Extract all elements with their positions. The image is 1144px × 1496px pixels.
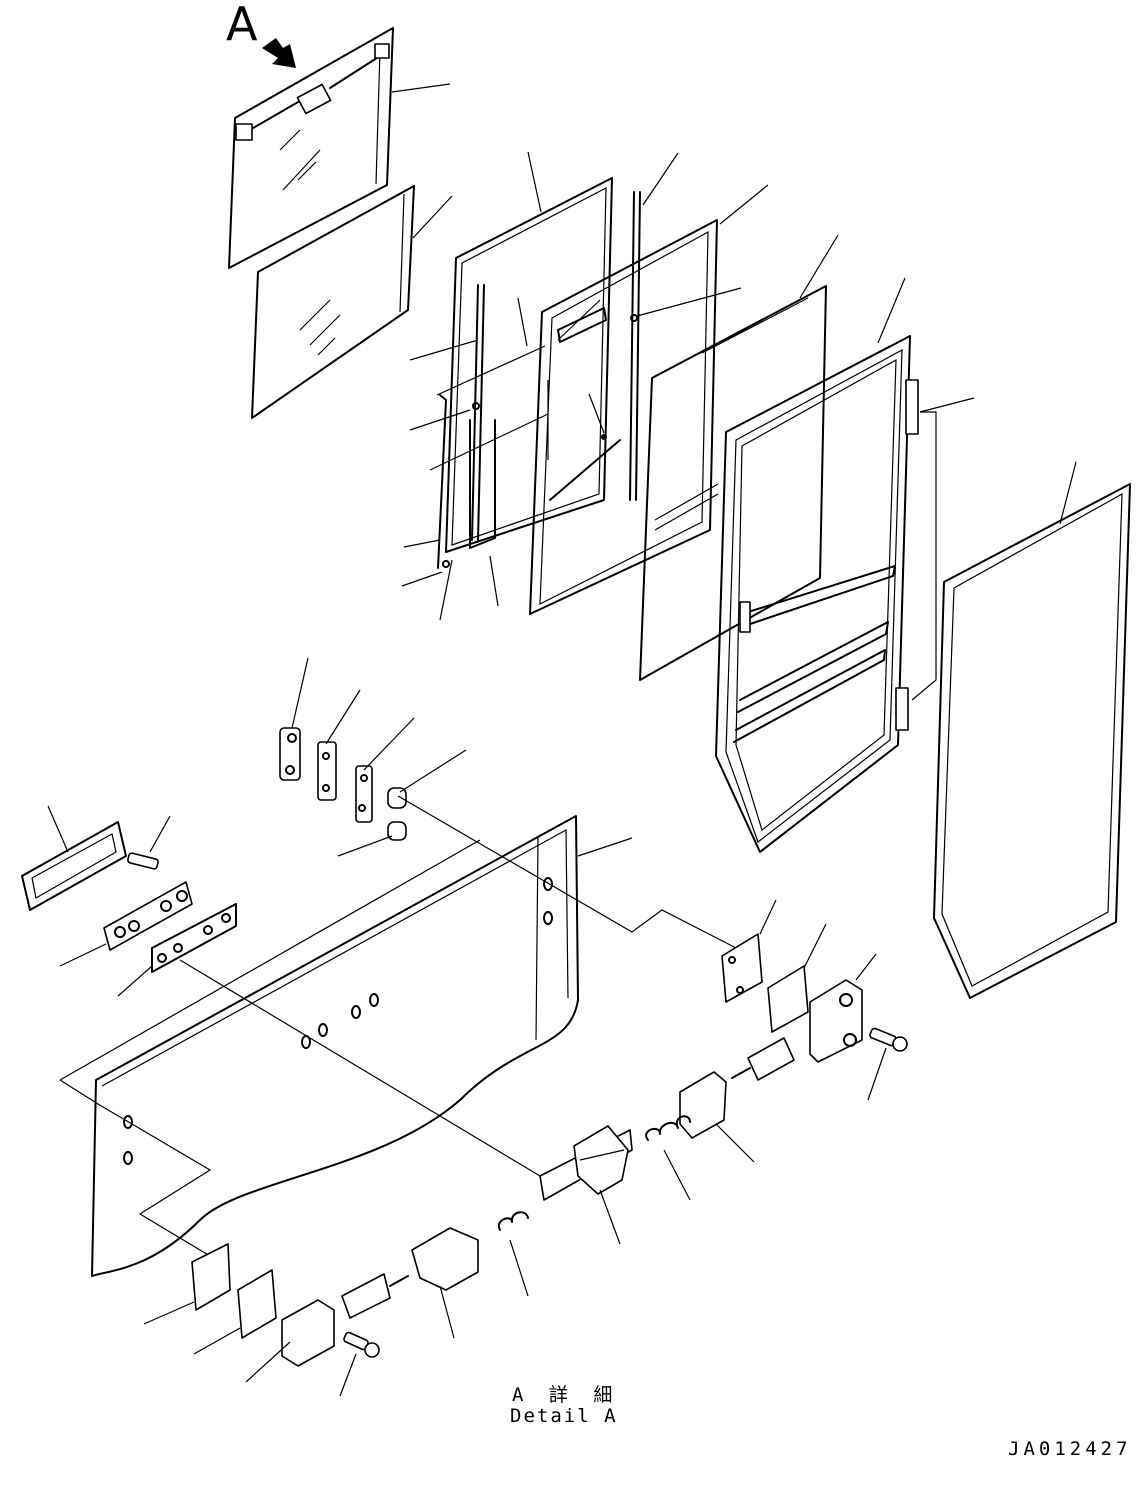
center-lines <box>59 795 741 1257</box>
door-panel <box>91 815 633 1277</box>
lower-latch-hardware <box>143 1211 529 1397</box>
fixed-glass-pane <box>639 234 839 681</box>
guide-rails <box>401 152 742 621</box>
lower-glass <box>251 185 453 419</box>
door-frame <box>715 277 975 853</box>
inner-sash-frame <box>429 184 769 615</box>
detail-label-japanese: A 詳 細 <box>512 1384 620 1406</box>
small-brackets <box>279 657 415 823</box>
door-weather-seal <box>933 461 1131 999</box>
glass-seal-frame <box>445 151 613 553</box>
right-hinge-hardware <box>645 899 908 1201</box>
spacers <box>337 749 467 857</box>
arrow-down-right-icon <box>262 38 296 68</box>
view-marker-label: A <box>226 0 258 51</box>
latch-housing <box>539 1125 633 1245</box>
upper-sliding-glass <box>228 27 451 269</box>
left-pad-and-plates <box>21 805 237 997</box>
detail-label-english: Detail A <box>510 1405 618 1427</box>
drawing-number: JA012427 <box>1008 1438 1132 1460</box>
